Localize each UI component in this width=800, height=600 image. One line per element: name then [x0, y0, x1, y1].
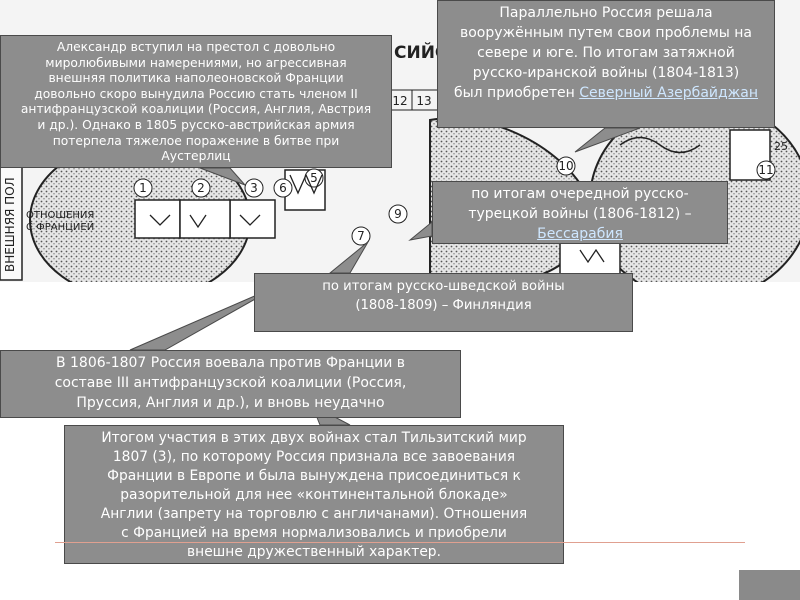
callout-line: (1808-1809) – Финляндия [355, 298, 532, 313]
link-north-azerbaijan[interactable]: Северный Азербайджан [579, 85, 759, 101]
relations-label-2: С ФРАНЦИЕЙ [26, 220, 94, 233]
callout-swedish-war: по итогам русско-шведской войны (1808-18… [254, 273, 633, 332]
callout-line: внешняя политика наполеоновской Франции [48, 71, 344, 86]
side-label-vertical: ВНЕШНЯЯ ПОЛ [3, 177, 17, 272]
divider-line [55, 542, 745, 543]
callout-line: Англии (запрету на торговлю с англичанам… [100, 506, 528, 522]
corner-decoration [739, 570, 800, 600]
illustration-title-fragment: СИЙС [394, 41, 447, 63]
callout-line: потерпела тяжелое поражение в битве при [52, 133, 340, 148]
callout-turkish-war: по итогам очередной русско- турецкой вой… [432, 181, 728, 244]
callout-line-with-link: был приобретен Северный Азербайджан [444, 83, 768, 103]
number-3: 3 [250, 181, 258, 195]
callout-line: Параллельно Россия решала [499, 5, 713, 21]
callout-austerlitz: Александр вступил на престол с довольно … [0, 35, 392, 168]
callout-line: по итогам очередной русско- [471, 186, 689, 202]
callout-line: Аустерлиц [161, 149, 231, 164]
callout-text: был приобретен [453, 85, 580, 101]
callout-line: довольно скоро вынудила Россию стать чле… [34, 86, 358, 101]
callout-line: Франции в Европе и была вынуждена присое… [107, 468, 521, 484]
number-25: 25 [774, 140, 788, 153]
callout-line: севере и юге. По итогам затяжной [477, 45, 735, 61]
callout-line: Итогом участия в этих двух войнах стал Т… [101, 430, 527, 446]
callout-line: В 1806-1807 Россия воевала против Франци… [55, 355, 406, 371]
number-6: 6 [279, 181, 287, 195]
number-7: 7 [357, 229, 365, 243]
number-9: 9 [394, 207, 402, 221]
callout-line-with-link: Бессарабия [439, 224, 721, 244]
callout-line: с Францией на время нормализовались и пр… [121, 525, 507, 541]
link-bessarabia[interactable]: Бессарабия [537, 226, 623, 242]
number-13: 13 [416, 94, 431, 108]
callout-line: составе III антифранцузской коалиции (Ро… [54, 375, 407, 391]
number-2: 2 [197, 181, 205, 195]
callout-iran-war: Параллельно Россия решала вооружённым пу… [437, 0, 775, 128]
callout-line: внешне дружественный характер. [187, 544, 441, 560]
number-10: 10 [558, 159, 573, 173]
callout-tilsit: Итогом участия в этих двух войнах стал Т… [64, 425, 564, 564]
callout-line: Александр вступил на престол с довольно [56, 40, 336, 54]
number-5: 5 [310, 171, 318, 185]
callout-line: вооружённым путем свои проблемы на [459, 25, 753, 41]
callout-line: 1807 (3), по которому Россия признала вс… [112, 449, 516, 465]
relations-label-1: ОТНОШЕНИЯ [26, 210, 94, 221]
callout-line: по итогам русско-шведской войны [322, 279, 565, 294]
callout-line: и др.). Однако в 1805 русско-австрийская… [37, 117, 355, 132]
callout-line: разорительной для нее «континентальной б… [120, 487, 508, 503]
callout-line: Пруссия, Англия и др.), и вновь неудачно [76, 395, 385, 411]
illustration-drawing: ВНЕШНЯЯ ПОЛ ОТНОШЕНИЯ С ФРАНЦИЕЙ СИЙС 1 … [0, 41, 800, 282]
callout-third-coalition: В 1806-1807 Россия воевала против Франци… [0, 350, 461, 418]
callout-line: турецкой войны (1806-1812) – [468, 206, 692, 222]
number-1: 1 [139, 181, 147, 195]
number-11: 11 [758, 163, 773, 177]
callout-line: миролюбивыми намерениями, но агрессивная [45, 55, 347, 70]
callout-line: антифранцузской коалиции (Россия, Англия… [20, 102, 372, 117]
callout-line: русско-иранской войны (1804-1813) [472, 65, 740, 81]
number-12: 12 [392, 94, 407, 108]
